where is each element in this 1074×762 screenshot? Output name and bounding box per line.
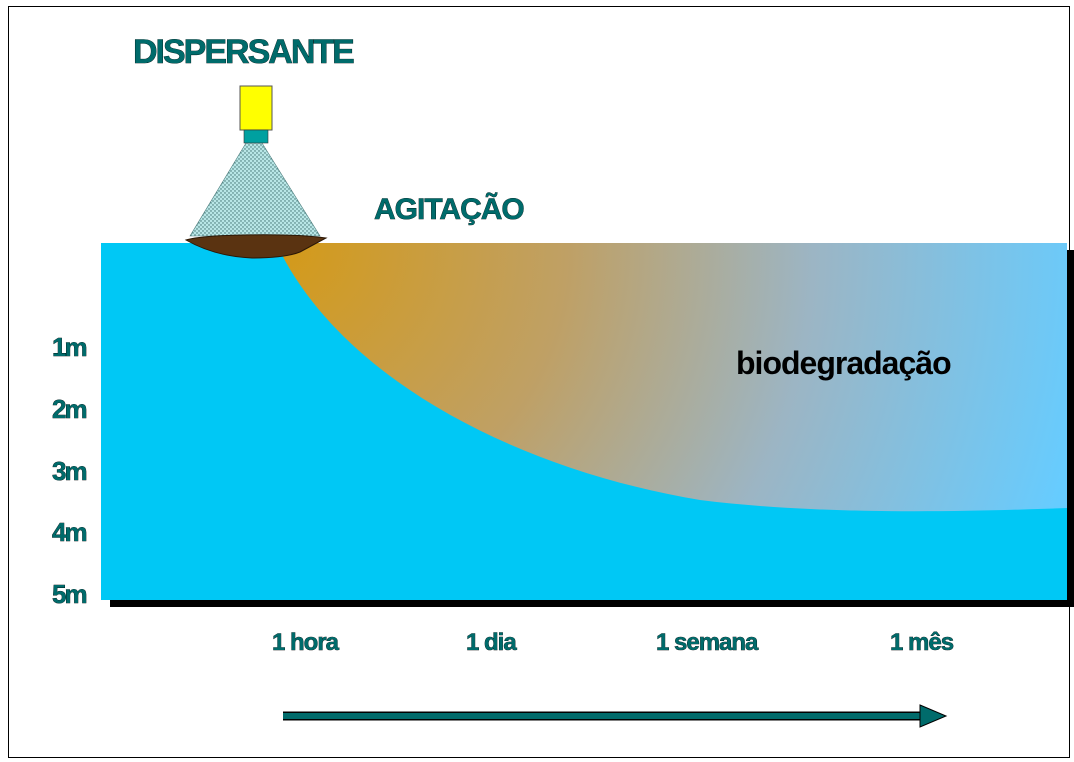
time-label: 1 mês <box>890 629 954 656</box>
label-agitacao: AGITAÇÃO <box>374 192 524 226</box>
depth-axis: 1m 2m 3m 4m 5m <box>52 332 89 610</box>
depth-label: 2m <box>52 394 86 424</box>
label-biodegradacao: biodegradação <box>736 345 951 381</box>
oil-slick <box>184 234 328 259</box>
time-arrow-head <box>919 704 948 728</box>
depth-label: 1m <box>52 332 86 362</box>
sprayer-nozzle <box>243 129 269 144</box>
time-axis: 1 hora 1 dia 1 semana 1 mês <box>272 629 955 657</box>
dispersed-oil-plume <box>276 243 1067 512</box>
title-dispersante: DISPERSANTE <box>133 33 354 71</box>
depth-label: 4m <box>52 517 86 547</box>
time-label: 1 hora <box>272 629 340 656</box>
time-label: 1 semana <box>656 629 759 656</box>
depth-label: 5m <box>52 579 86 609</box>
time-label: 1 dia <box>466 629 517 656</box>
sprayer-body <box>239 85 273 131</box>
depth-label: 3m <box>52 456 86 486</box>
spray-cone <box>189 142 321 237</box>
